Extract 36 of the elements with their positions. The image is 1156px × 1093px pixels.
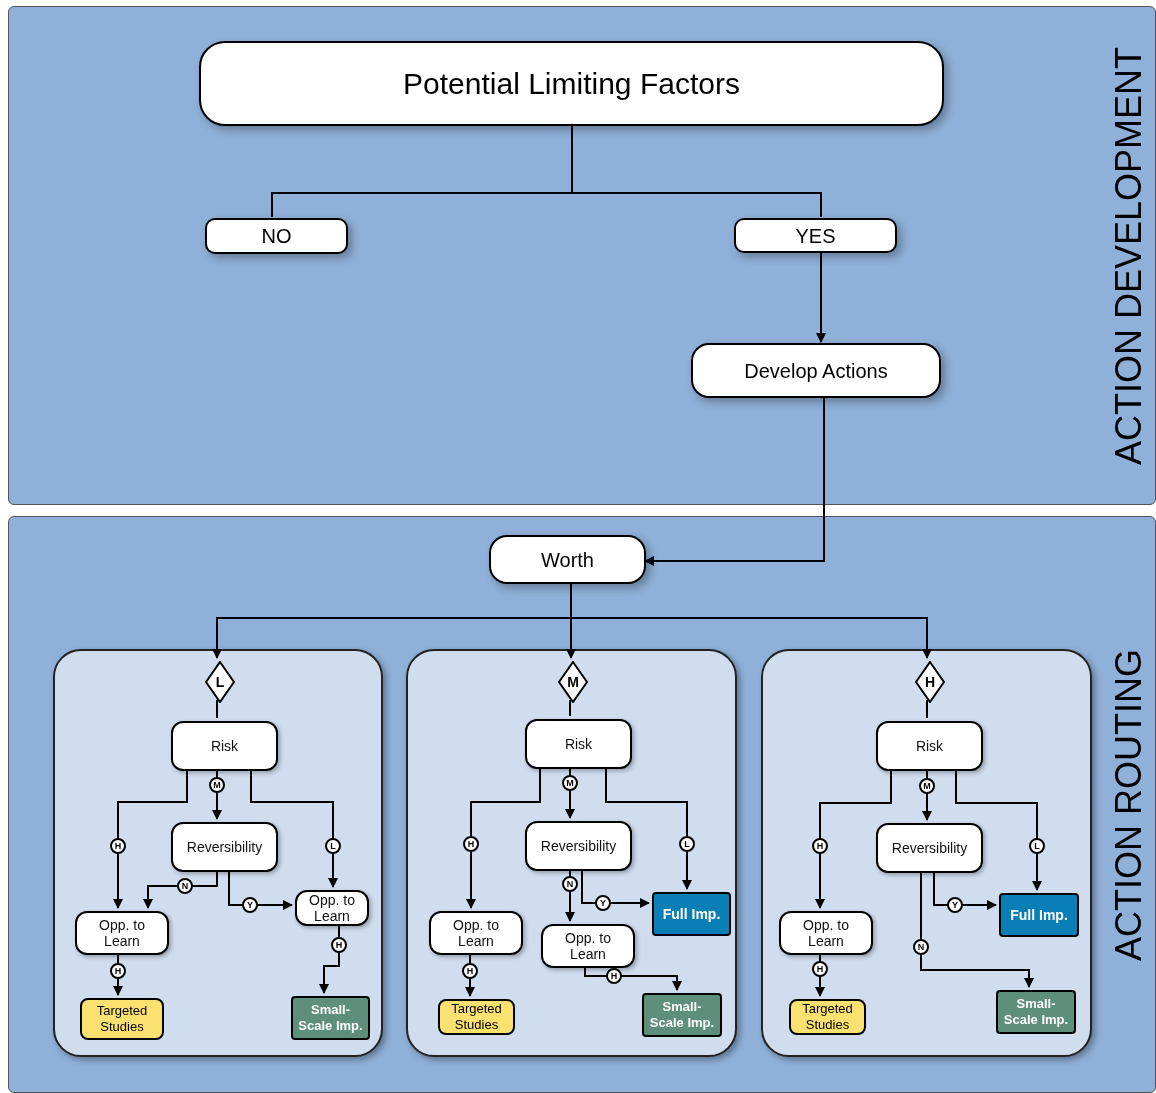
outcome-box: Small- Scale Imp. (291, 996, 370, 1040)
process-box: Risk (876, 721, 983, 771)
outcome-box: Small- Scale Imp. (996, 990, 1076, 1034)
outcome-box: Full Imp. (999, 893, 1079, 937)
decision-box: NO (205, 218, 348, 254)
process-box: Reversibility (171, 822, 278, 872)
section-title: ACTION DEVELOPMENT (1109, 46, 1149, 465)
process-box: Reversibility (525, 821, 632, 871)
process-box: Reversibility (876, 823, 983, 873)
section-title: ACTION ROUTING (1109, 648, 1149, 961)
decision-diamond: H (915, 661, 945, 703)
process-box: Risk (171, 721, 278, 771)
outcome-box: Targeted Studies (438, 999, 515, 1035)
section-band (8, 516, 1156, 1093)
outcome-box: Full Imp. (652, 892, 731, 936)
arrow (644, 396, 825, 566)
process-box: Potential Limiting Factors (199, 41, 944, 126)
decision-diamond: L (205, 661, 235, 703)
process-box: Opp. to Learn (541, 924, 635, 968)
branch-panel (761, 649, 1092, 1057)
outcome-box: Targeted Studies (789, 999, 866, 1035)
branch-panel (53, 649, 383, 1057)
arrow (816, 251, 826, 343)
section-band (8, 6, 1156, 505)
process-box: Opp. to Learn (295, 890, 369, 926)
branch-panel (406, 649, 737, 1057)
outcome-box: Targeted Studies (80, 998, 164, 1040)
outcome-box: Small- Scale Imp. (642, 993, 722, 1037)
decision-diamond: M (558, 661, 588, 703)
process-box: Opp. to Learn (75, 911, 169, 955)
decision-box: YES (734, 218, 897, 253)
process-box: Develop Actions (691, 343, 941, 398)
process-box: Risk (525, 719, 632, 769)
process-box: Opp. to Learn (779, 911, 873, 955)
process-box: Worth (489, 535, 646, 584)
process-box: Opp. to Learn (429, 911, 523, 955)
